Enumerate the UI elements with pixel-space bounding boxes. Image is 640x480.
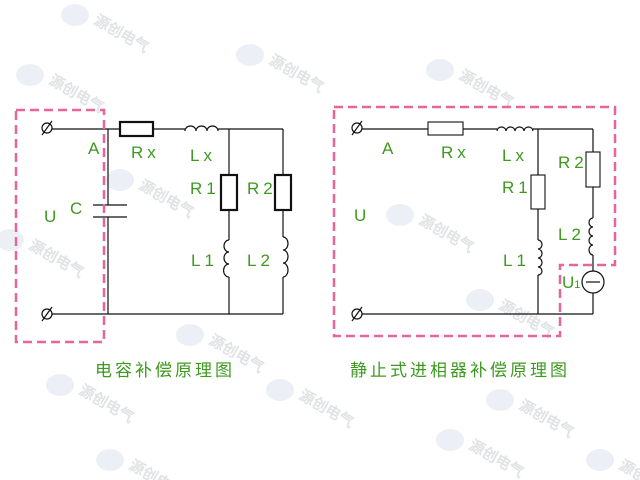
caption-right: 静止式进相器补偿原理图 [350,361,570,381]
watermark-logo-icon [586,449,614,471]
label-rx: Rx [131,143,160,162]
watermark-text: 源创电气 [76,381,137,427]
caption-left: 电容补偿原理图 [95,361,235,381]
terminal-top [351,120,363,136]
inductor-l2 [588,217,594,256]
watermark-logo-icon [386,204,414,226]
dashed-box [14,108,106,344]
inductor-lx [496,126,534,132]
watermark-logo-icon [96,449,124,471]
label-a: A [382,139,397,158]
label-lx: Lx [190,146,216,165]
watermark-text: 源创电气 [91,11,152,57]
label-u: U [354,206,370,225]
watermark-logo-icon [266,379,294,401]
capacitor-compensation-circuit: A Rx Lx R1 R2 L1 L2 U C 电容补偿原理图 [14,108,293,381]
terminal-bottom [351,306,363,322]
watermark-text: 源创电气 [416,211,477,257]
terminal-top [41,120,53,136]
watermark-text: 源创电气 [26,236,87,282]
watermarks: 源创电气源创电气源创电气源创电气源创电气源创电气源创电气源创电气源创电气源创电气… [0,4,640,480]
watermark-text: 源创电气 [456,66,517,112]
label-l1: L1 [191,251,218,270]
watermark-text: 源创电气 [126,456,187,480]
watermark-text: 源创电气 [516,396,577,442]
dashed-box [332,105,617,338]
resistor-rx [118,120,155,138]
watermark-text: 源创电气 [266,51,327,97]
watermark-text: 源创电气 [466,436,527,480]
label-u: U [44,207,60,226]
watermark-logo-icon [0,229,24,251]
resistor-r1 [530,174,546,210]
watermark-text: 源创电气 [616,456,640,480]
resistor-r1 [219,173,239,212]
label-r2: R2 [558,153,588,172]
capacitor-c [93,129,127,314]
label-l1: L1 [503,251,530,270]
resistor-r2 [585,151,601,188]
voltage-source-u1 [581,270,605,294]
watermark-logo-icon [236,44,264,66]
inductor-lx [184,125,219,132]
watermark-text: 源创电气 [496,296,557,342]
inductor-l2 [282,236,289,278]
label-r1: R1 [190,179,220,198]
watermark-logo-icon [426,59,454,81]
label-u1: U1 [562,273,580,292]
watermark-logo-icon [466,289,494,311]
label-r2: R2 [247,179,277,198]
watermark-logo-icon [106,169,134,191]
watermark-logo-icon [61,4,89,26]
watermark-text: 源创电气 [296,386,357,432]
label-lx: Lx [502,146,528,165]
label-rx: Rx [441,143,470,162]
inductor-l1 [537,239,543,276]
label-c: C [70,199,86,218]
resistor-rx [427,121,464,136]
watermark-logo-icon [16,64,44,86]
label-r1: R1 [502,178,532,197]
watermark-text: 源创电气 [136,176,197,222]
label-l2: L2 [558,225,585,244]
terminal-bottom [41,306,53,322]
resistor-r2 [273,173,293,212]
watermark-logo-icon [436,429,464,451]
static-phase-advancer-circuit: A Rx Lx R1 R2 L1 L2 U U1 静止式进相器补偿原理图 [332,105,617,381]
label-l2: L2 [247,251,274,270]
inductor-l1 [222,239,230,278]
watermark-logo-icon [46,374,74,396]
watermark-logo-icon [486,389,514,411]
label-a: A [88,139,103,158]
watermark-logo-icon [176,324,204,346]
